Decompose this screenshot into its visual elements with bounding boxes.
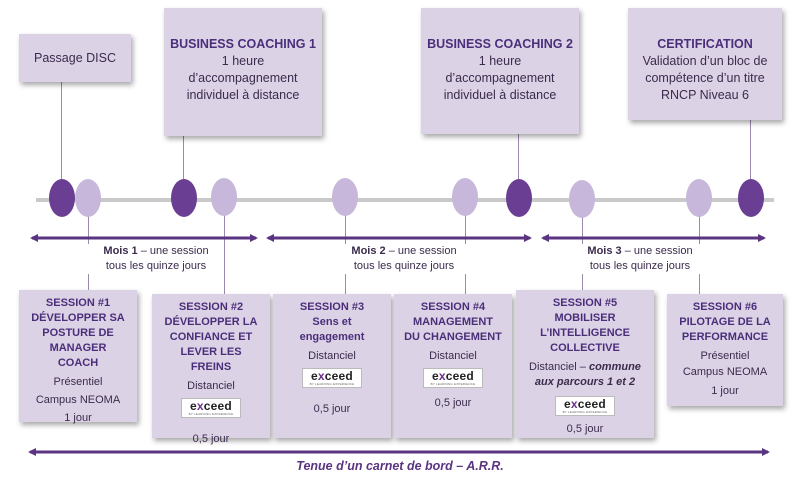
month-2-label: Mois 2 – une session tous les quinze jou… [336,244,472,274]
session-duration: 0,5 jour [192,433,230,445]
box-body: Passage DISC [34,51,116,65]
session-title: SESSION #1 DÉVELOPPER SA POSTURE DE MANA… [31,297,125,369]
session-title: SESSION #6 PILOTAGE DE LA PERFORMANCE [679,301,771,343]
session-5-box: SESSION #5 MOBILISER L’INTELLIGENCE COLL… [516,290,654,438]
connector-line [183,136,184,194]
milestone-dot-dark [738,179,764,217]
month-label-rest: – une session [385,245,457,257]
month-label-line2: tous les quinze jours [589,260,691,272]
session-title: SESSION #2 DÉVELOPPER LA CONFIANCE ET LE… [164,301,258,373]
milestone-dot-light [332,178,358,216]
session-title: SESSION #3 Sens et engagement [299,301,365,343]
session-duration: 1 jour [711,385,739,397]
box-passage-disc: Passage DISC [19,34,131,82]
milestone-dot-light [452,178,478,216]
connector-line [61,82,62,194]
box-business-coaching-2: BUSINESS COACHING 2 1 heure d’accompagne… [421,8,579,134]
session-mode-emphasis: commune aux parcours 1 et 2 [534,361,641,388]
month-label-line2: tous les quinze jours [105,260,207,272]
timeline-axis [36,198,774,202]
connector-line [224,212,225,294]
session-title: SESSION #4 MANAGEMENT DU CHANGEMENT [404,301,502,343]
session-title: SESSION #5 MOBILISER L’INTELLIGENCE COLL… [540,297,630,354]
box-certification: CERTIFICATION Validation d’un bloc de co… [628,8,782,120]
session-mode: Distanciel – commune aux parcours 1 et 2 [516,360,654,390]
session-mode: Distanciel [308,350,356,362]
session-duration: 0,5 jour [566,423,604,435]
box-body: Validation d’un bloc de compétence d’un … [642,54,768,102]
session-2-box: SESSION #2 DÉVELOPPER LA CONFIANCE ET LE… [152,294,270,445]
session-6-box: SESSION #6 PILOTAGE DE LA PERFORMANCE Pr… [667,294,783,406]
box-title: BUSINESS COACHING 2 [427,37,573,51]
month-label-bold: Mois 3 [587,245,622,257]
milestone-dot-light [569,180,595,218]
session-mode: Distanciel [429,350,477,362]
milestone-dot-dark [171,179,197,217]
session-duration: 1 jour [64,412,92,424]
session-mode: Présentiel [700,350,750,362]
month-label-bold: Mois 1 [103,245,138,257]
milestone-dot-light [211,178,237,216]
logbook-label: Tenue d’un carnet de bord – A.R.R. [296,459,504,473]
milestone-dot-dark [49,179,75,217]
session-mode: Distanciel [187,380,235,392]
milestone-dot-light [686,179,712,217]
milestone-dot-light [75,179,101,217]
month-label-bold: Mois 2 [351,245,386,257]
box-body: 1 heure d’accompagnement individuel à di… [186,54,300,102]
session-place: Campus NEOMA [35,394,121,406]
session-place: Campus NEOMA [682,366,768,378]
session-mode: Présentiel [53,376,103,388]
connector-line [518,134,519,194]
box-title: CERTIFICATION [657,37,753,51]
session-duration: 0,5 jour [434,397,472,409]
month-1-label: Mois 1 – une session tous les quinze jou… [88,244,224,274]
box-business-coaching-1: BUSINESS COACHING 1 1 heure d’accompagne… [164,8,322,136]
month-label-rest: – une session [137,245,209,257]
session-4-box: SESSION #4 MANAGEMENT DU CHANGEMENT Dist… [394,294,512,438]
month-3-label: Mois 3 – une session tous les quinze jou… [572,244,708,274]
box-title: BUSINESS COACHING 1 [170,37,316,51]
connector-line [750,120,751,194]
session-3-box: SESSION #3 Sens et engagement Distanciel… [273,294,391,438]
month-label-rest: – une session [621,245,693,257]
milestone-dot-dark [506,179,532,217]
session-duration: 0,5 jour [313,403,351,415]
session-mode-text: Distanciel – [529,361,589,373]
session-1-box: SESSION #1 DÉVELOPPER SA POSTURE DE MANA… [19,290,137,424]
box-body: 1 heure d’accompagnement individuel à di… [443,54,557,102]
month-label-line2: tous les quinze jours [353,260,455,272]
